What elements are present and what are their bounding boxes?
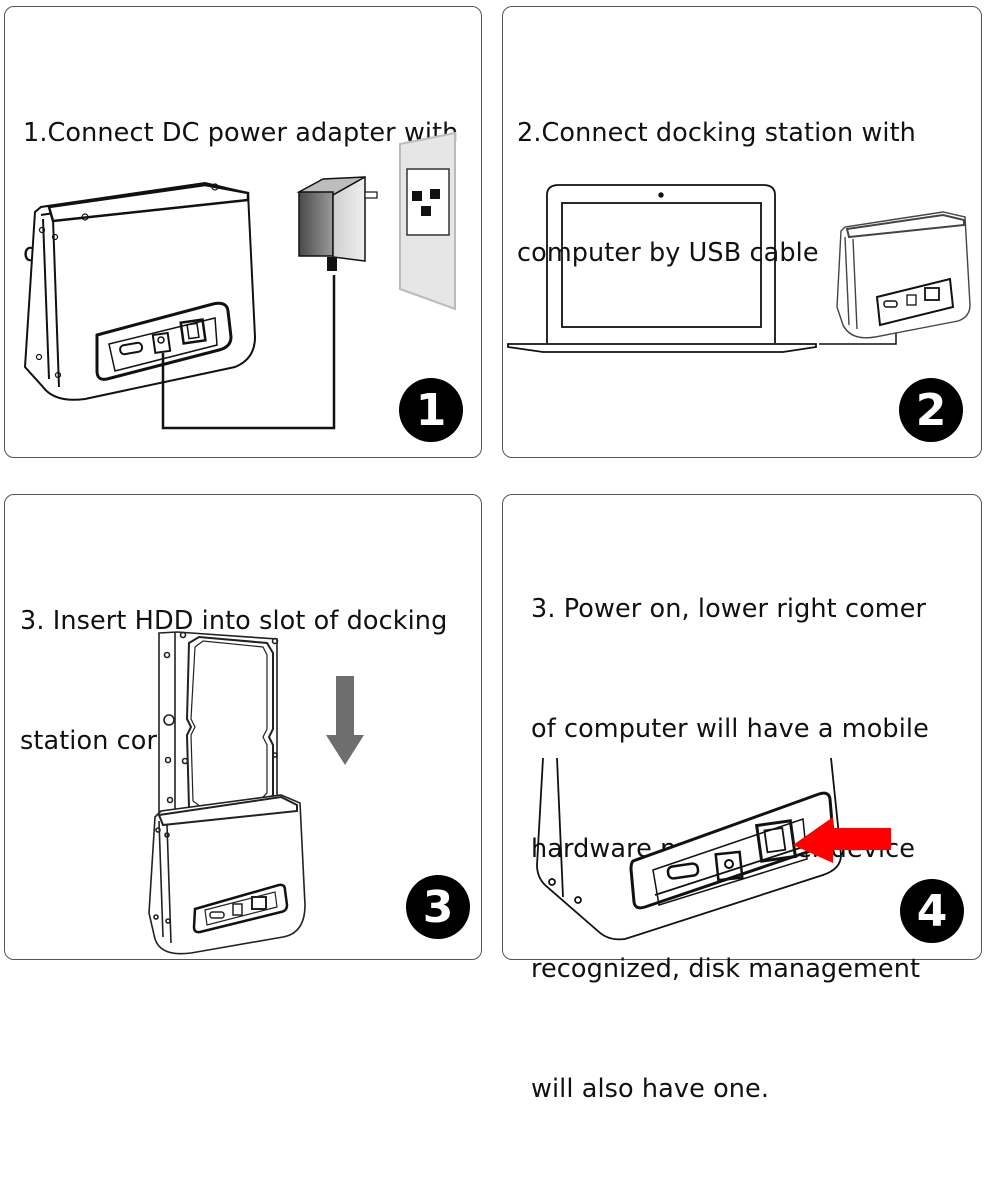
step-1-illustration: 1 xyxy=(23,131,463,442)
caption-line: will also have one. xyxy=(531,1074,770,1104)
step-2-panel: 2.Connect docking station with computer … xyxy=(502,6,982,458)
laptop-icon xyxy=(507,184,817,353)
step-1-panel: 1.Connect DC power adapter with docking … xyxy=(4,6,482,458)
power-adapter-icon xyxy=(296,175,378,271)
caption-line: 2.Connect docking station with xyxy=(517,118,916,148)
step-1-badge: 1 xyxy=(399,378,463,442)
step-2-illustration: 2 xyxy=(507,184,971,442)
hard-disk-drive-icon xyxy=(158,631,281,822)
docking-station-icon xyxy=(148,794,306,955)
step-number: 4 xyxy=(917,886,948,937)
red-arrow-icon xyxy=(793,817,891,863)
down-arrow-icon xyxy=(326,676,364,765)
caption-line: 3. Insert HDD into slot of docking xyxy=(20,606,448,636)
step-4-illustration: 4 xyxy=(536,757,964,943)
docking-station-icon xyxy=(23,181,257,401)
step-number: 3 xyxy=(423,882,454,933)
step-4-badge: 4 xyxy=(900,879,964,943)
docking-station-closeup-icon xyxy=(536,757,842,941)
wall-socket-icon xyxy=(399,131,456,311)
step-number: 1 xyxy=(416,385,447,436)
step-3-panel: 3. Insert HDD into slot of docking stati… xyxy=(4,494,482,960)
step-3-badge: 3 xyxy=(406,875,470,939)
step-number: 2 xyxy=(916,385,947,436)
caption-line: 3. Power on, lower right comer xyxy=(531,594,927,624)
docking-station-icon xyxy=(836,211,971,339)
step-4-panel: 3. Power on, lower right comer of comput… xyxy=(502,494,982,1104)
dc-cable-icon xyxy=(161,275,336,430)
step-2-badge: 2 xyxy=(899,378,963,442)
caption-line: of computer will have a mobile xyxy=(531,714,929,744)
step-3-illustration: 3 xyxy=(148,631,470,955)
